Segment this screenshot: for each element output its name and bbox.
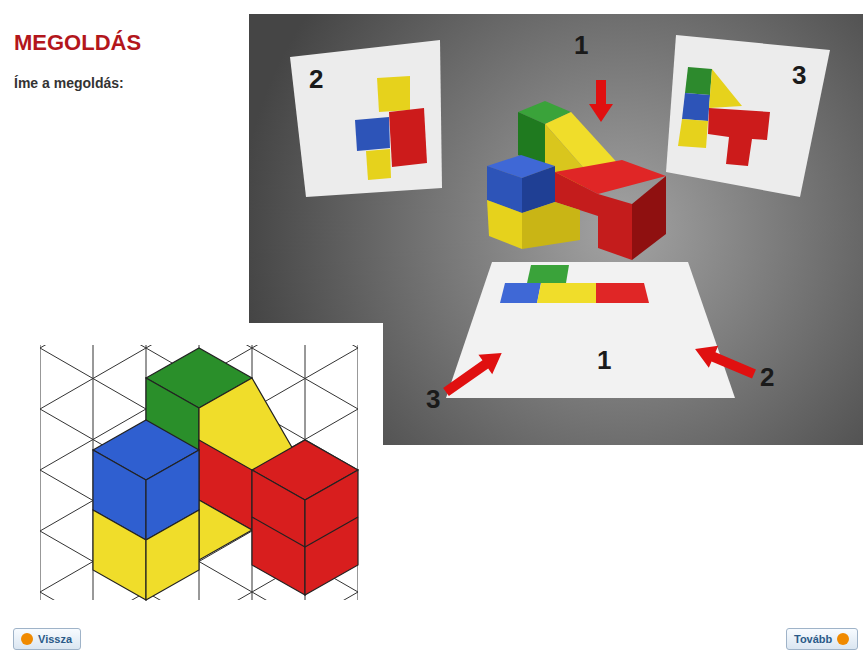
iso-grid [40, 345, 358, 600]
iso-edge [305, 517, 358, 547]
view-arrow [589, 80, 613, 122]
face [527, 265, 569, 283]
cube-face [522, 202, 580, 249]
face [709, 69, 742, 108]
callout-number: 3 [792, 60, 806, 91]
button-label: Vissza [38, 633, 72, 645]
page-title: MEGOLDÁS [14, 30, 141, 56]
face [355, 117, 390, 151]
face [377, 76, 410, 112]
iso-face [305, 470, 358, 595]
face [678, 119, 708, 148]
grid-line [40, 592, 358, 600]
callout-number: 2 [309, 64, 323, 95]
iso-face [252, 470, 305, 595]
face [682, 93, 710, 121]
callout-number: 1 [574, 30, 588, 61]
grid-line [40, 345, 41, 600]
projection-panel [290, 40, 442, 197]
view-arrow [439, 343, 508, 402]
grid-line [40, 592, 358, 600]
face [537, 283, 596, 303]
iso-edge [252, 517, 305, 547]
face [500, 283, 541, 303]
callout-number: 3 [426, 384, 440, 415]
callout-number: 1 [597, 345, 611, 376]
drawing-ground [20, 323, 383, 608]
button-icon [21, 633, 33, 645]
iso-face [146, 510, 199, 600]
grid-line [40, 345, 358, 409]
view-arrow [690, 338, 758, 385]
grid-line [40, 345, 358, 409]
button-label: Tovább [794, 633, 832, 645]
face [596, 283, 649, 303]
face [366, 149, 391, 180]
callout-number: 2 [760, 362, 774, 393]
face [708, 108, 770, 166]
cube-face [632, 176, 666, 260]
button-icon [837, 633, 849, 645]
face [389, 108, 427, 167]
projection-panel [446, 262, 735, 398]
cube-face [598, 194, 632, 260]
nav-button: Vissza [13, 628, 81, 650]
intro-text: Íme a megoldás: [14, 75, 124, 91]
face [685, 67, 712, 95]
iso-face [199, 500, 252, 560]
projection-panel [666, 35, 830, 197]
nav-button: Tovább [786, 628, 858, 650]
cube-face [487, 200, 522, 249]
iso-face [93, 510, 146, 600]
